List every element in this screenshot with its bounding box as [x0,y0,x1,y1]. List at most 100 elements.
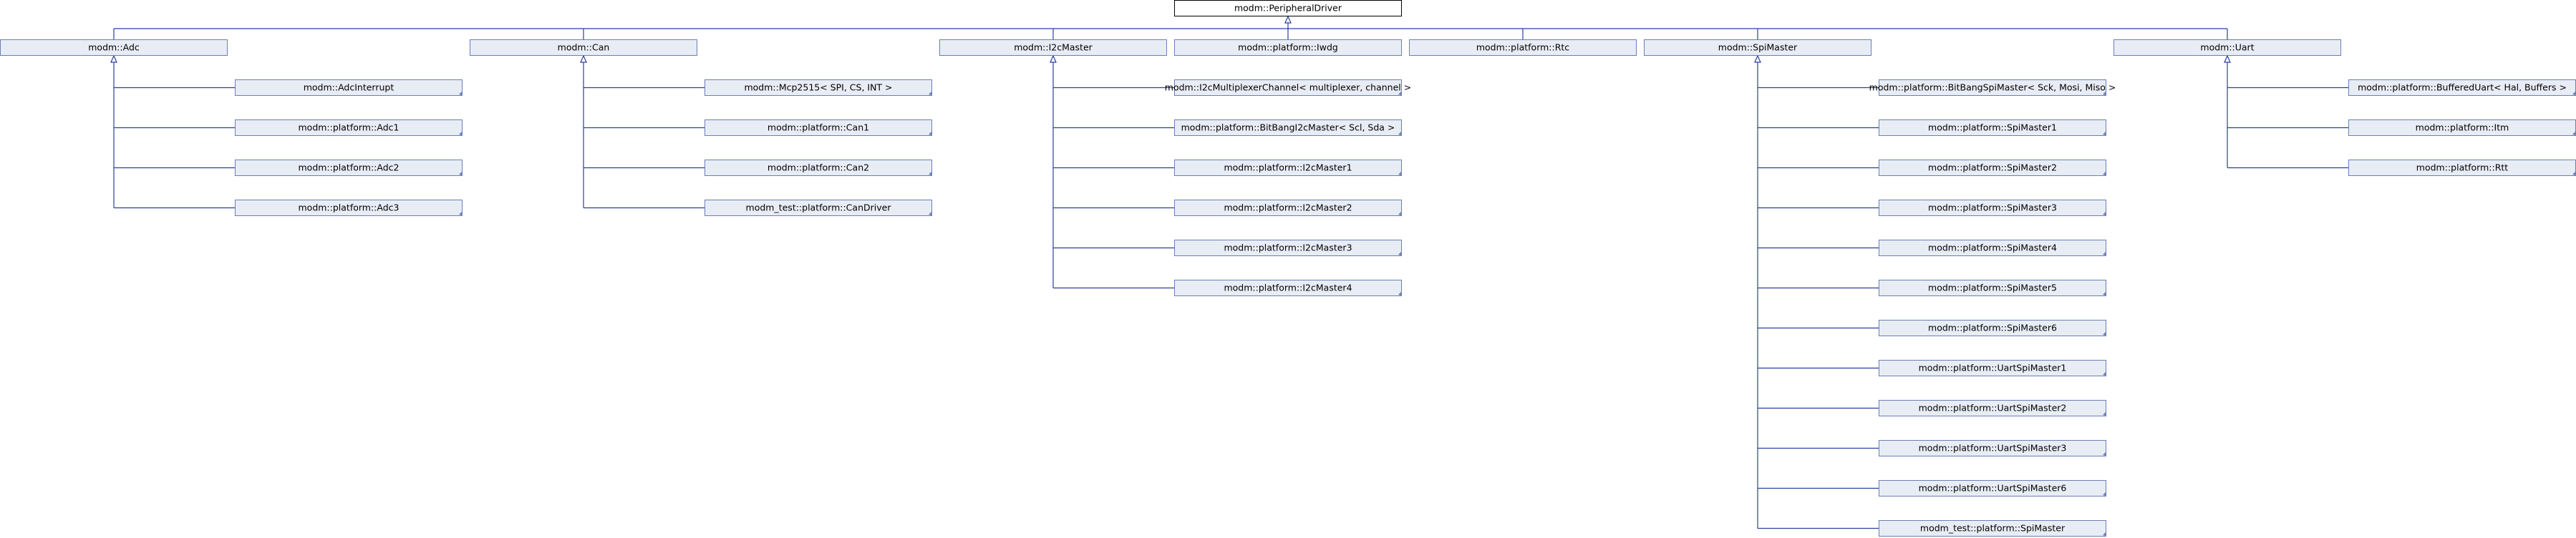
class-node-spi-master3-label: modm::platform::SpiMaster3 [1928,202,2057,213]
class-node-bitbang-spi-master-label: modm::platform::BitBangSpiMaster< Sck, M… [1869,82,2116,93]
class-node-spi-master4-box[interactable] [1879,240,2106,256]
class-node-adc-interrupt-label: modm::AdcInterrupt [304,82,394,93]
class-node-iwdg-box[interactable] [1174,39,1402,56]
class-node-itm-more-icon [2572,132,2575,135]
class-node-spi-master-box[interactable] [1644,39,1872,56]
class-node-test-spi-master-more-icon [2103,532,2106,536]
class-node-rtt-more-icon [2572,172,2575,175]
class-node-adc2-label: modm::platform::Adc2 [299,162,400,173]
class-node-can1-label: modm::platform::Can1 [768,122,869,133]
class-node-i2c-master4-box[interactable] [1174,280,1402,296]
class-node-uart-spi-master1-box[interactable] [1879,360,2106,376]
class-node-i2c-master4-label: modm::platform::I2cMaster4 [1224,283,1352,293]
class-node-i2c-master2-more-icon [1398,212,1401,215]
class-node-adc3-more-icon [459,212,462,215]
class-node-adc1-box[interactable] [235,119,463,136]
class-node-adc-label: modm::Adc [88,42,140,53]
class-node-rtt-label: modm::platform::Rtt [2416,162,2508,173]
class-node-spi-master5-label: modm::platform::SpiMaster5 [1928,283,2057,293]
class-node-i2c-multiplexer-channel-label: modm::I2cMultiplexerChannel< multiplexer… [1165,82,1411,93]
class-node-adc2-more-icon [459,172,462,175]
uart-arrow-icon [2224,54,2231,63]
class-node-uart-spi-master3-box[interactable] [1879,440,2106,456]
class-node-spi-master6-more-icon [2103,332,2106,336]
class-node-i2c-master4-more-icon [1398,292,1401,295]
class-node-adc3-label: modm::platform::Adc3 [299,202,400,213]
class-node-spi-master5-more-icon [2103,292,2106,295]
class-node-i2c-master3-label: modm::platform::I2cMaster3 [1224,243,1352,253]
class-node-adc-interrupt-box[interactable] [235,79,463,96]
can-arrow-icon [580,54,587,63]
class-node-spi-master4-label: modm::platform::SpiMaster4 [1928,243,2057,253]
class-node-i2c-master2-box[interactable] [1174,200,1402,216]
class-node-rtc-label: modm::platform::Rtc [1476,42,1569,53]
class-node-mcp2515-label: modm::Mcp2515< SPI, CS, INT > [744,82,892,93]
class-node-can2-more-icon [929,172,931,175]
class-node-adc3-box[interactable] [235,200,463,216]
class-node-spi-master6-box[interactable] [1879,320,2106,336]
class-node-i2c-master2-label: modm::platform::I2cMaster2 [1224,202,1352,213]
class-node-bitbang-i2c-master-box[interactable] [1174,119,1402,136]
class-node-can-label: modm::Can [558,42,610,53]
spi-master-arrow-icon [1754,54,1761,63]
class-node-spi-master2-more-icon [2103,172,2106,175]
class-node-spi-master1-more-icon [2103,132,2106,135]
class-node-adc1-label: modm::platform::Adc1 [299,122,400,133]
class-node-spi-master2-box[interactable] [1879,160,2106,176]
adc-arrow-icon [110,54,117,63]
class-node-i2c-master1-label: modm::platform::I2cMaster1 [1224,162,1352,173]
class-node-rtc-box[interactable] [1409,39,1637,56]
class-node-can-box[interactable] [470,39,697,56]
class-node-spi-master1-box[interactable] [1879,119,2106,136]
class-node-mcp2515-more-icon [929,92,931,95]
class-node-test-can-driver-more-icon [929,212,931,215]
class-node-can2-label: modm::platform::Can2 [768,162,869,173]
class-node-i2c-multiplexer-channel-more-icon [1398,92,1401,95]
class-node-spi-master3-box[interactable] [1879,200,2106,216]
class-node-bitbang-spi-master-box[interactable] [1879,79,2106,96]
class-node-can2-box[interactable] [704,160,932,176]
class-node-adc2-box[interactable] [235,160,463,176]
class-node-test-spi-master-label: modm_test::platform::SpiMaster [1920,523,2066,534]
class-node-uart-spi-master2-box[interactable] [1879,400,2106,416]
class-node-iwdg-label: modm::platform::Iwdg [1238,42,1338,53]
class-node-uart-spi-master6-more-icon [2103,492,2106,496]
root-node-box[interactable] [1174,0,1402,16]
class-node-can1-box[interactable] [704,119,932,136]
class-node-test-spi-master-box[interactable] [1879,520,2106,537]
class-node-mcp2515-box[interactable] [704,79,932,96]
class-node-test-can-driver-label: modm_test::platform::CanDriver [746,202,892,213]
class-node-spi-master5-box[interactable] [1879,280,2106,296]
class-node-uart-box[interactable] [2113,39,2341,56]
class-node-spi-master6-label: modm::platform::SpiMaster6 [1928,323,2057,333]
class-node-uart-spi-master6-label: modm::platform::UartSpiMaster6 [1919,483,2067,494]
class-node-uart-spi-master3-label: modm::platform::UartSpiMaster3 [1919,443,2067,454]
class-node-spi-master2-label: modm::platform::SpiMaster2 [1928,162,2057,173]
class-node-buffered-uart-label: modm::platform::BufferedUart< Hal, Buffe… [2358,82,2567,93]
root-arrow-icon [1284,15,1292,24]
class-node-adc-box[interactable] [0,39,228,56]
class-node-spi-master1-label: modm::platform::SpiMaster1 [1928,122,2057,133]
class-node-itm-label: modm::platform::Itm [2416,122,2509,133]
class-node-i2c-master-label: modm::I2cMaster [1014,42,1093,53]
class-node-i2c-multiplexer-channel-box[interactable] [1174,79,1402,96]
class-node-uart-spi-master2-label: modm::platform::UartSpiMaster2 [1919,403,2067,414]
class-node-adc1-more-icon [459,132,462,135]
class-node-test-can-driver-box[interactable] [704,200,932,216]
class-node-uart-spi-master1-more-icon [2103,372,2106,376]
class-node-uart-spi-master6-box[interactable] [1879,480,2106,497]
i2c-master-arrow-icon [1050,54,1057,63]
class-node-bitbang-i2c-master-label: modm::platform::BitBangI2cMaster< Scl, S… [1181,122,1395,133]
class-node-can1-more-icon [929,132,931,135]
root-node-label: modm::PeripheralDriver [1234,3,1342,14]
class-node-bitbang-i2c-master-more-icon [1398,132,1401,135]
class-node-i2c-master3-more-icon [1398,252,1401,255]
class-node-spi-master3-more-icon [2103,212,2106,215]
class-node-uart-spi-master1-label: modm::platform::UartSpiMaster1 [1919,363,2067,373]
class-node-i2c-master1-box[interactable] [1174,160,1402,176]
class-node-spi-master4-more-icon [2103,252,2106,255]
class-node-bitbang-spi-master-more-icon [2103,92,2106,95]
class-node-i2c-master3-box[interactable] [1174,240,1402,256]
class-node-i2c-master-box[interactable] [939,39,1167,56]
